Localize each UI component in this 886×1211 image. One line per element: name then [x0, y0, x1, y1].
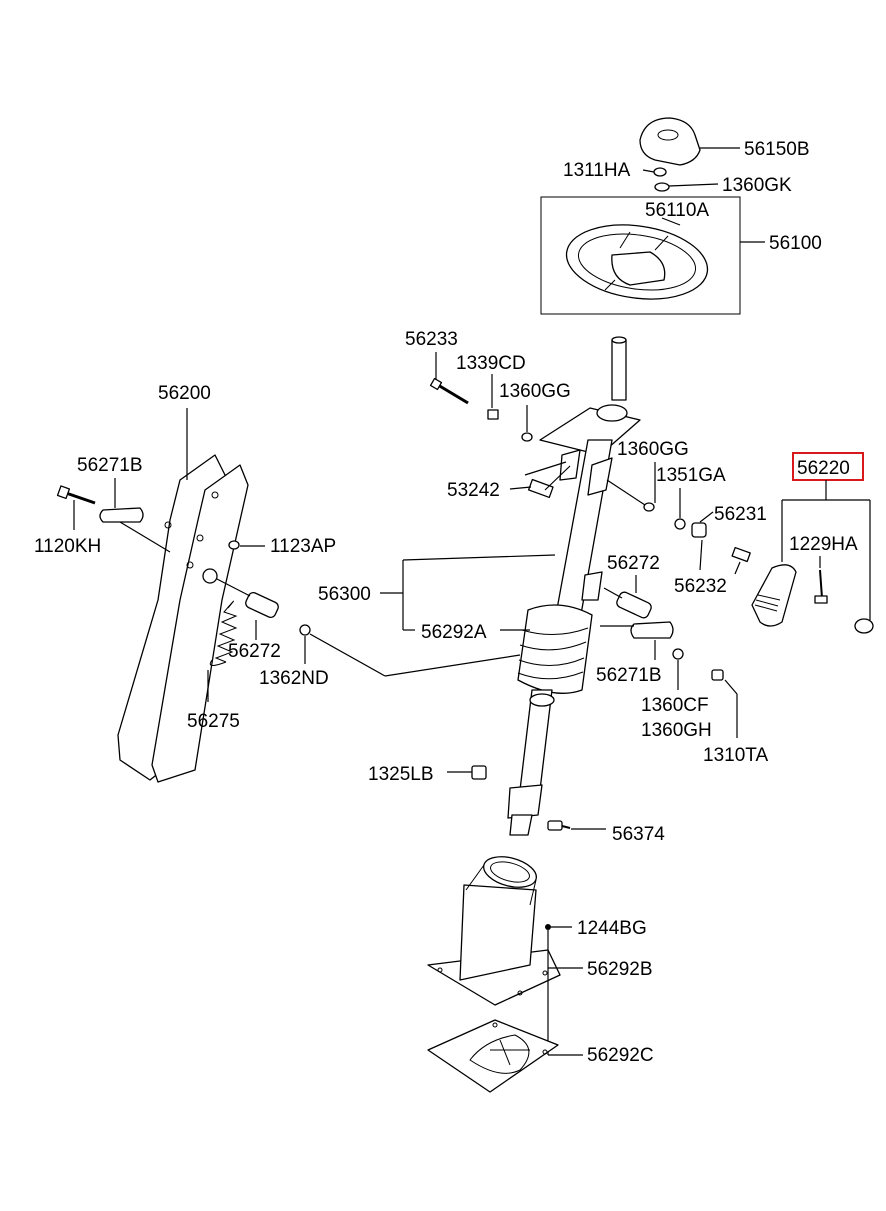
bolt-1229HA[interactable]	[814, 569, 828, 604]
bolt-56232[interactable]	[731, 546, 751, 563]
washer-1360GG-lower[interactable]	[643, 502, 655, 512]
label-1123AP: 1123AP	[270, 536, 336, 557]
label-1360GG-lower: 1360GG	[617, 439, 689, 460]
label-56200: 56200	[158, 383, 211, 404]
label-56271B-right: 56271B	[596, 665, 662, 686]
label-56272-right: 56272	[607, 553, 660, 574]
callout-56220-highlight	[792, 452, 864, 481]
steering-column-56300[interactable]	[507, 336, 641, 836]
nut-1311HA[interactable]	[653, 167, 667, 177]
label-1325LB: 1325LB	[368, 764, 434, 785]
screw-1244BG[interactable]	[545, 924, 551, 930]
nut-1325LB[interactable]	[471, 765, 487, 780]
tilt-lever-56220[interactable]	[751, 564, 797, 627]
label-56292B: 56292B	[587, 959, 653, 980]
label-1311HA: 1311HA	[563, 160, 631, 181]
label-1339CD: 1339CD	[456, 353, 526, 374]
label-1362ND: 1362ND	[259, 668, 329, 689]
plate-56292C[interactable]	[427, 1019, 559, 1093]
nut-1351GA[interactable]	[674, 518, 686, 530]
washer-1360GG-upper[interactable]	[521, 432, 533, 442]
plate-56271B-left[interactable]	[99, 507, 144, 523]
label-1360CF: 1360CF	[641, 695, 709, 716]
nut-1339CD[interactable]	[487, 409, 499, 420]
sleeve-56272-left[interactable]	[244, 591, 280, 619]
cap-56220[interactable]	[854, 618, 874, 634]
label-56150B: 56150B	[744, 139, 810, 160]
label-1360GH: 1360GH	[641, 720, 712, 741]
label-56271B-left: 56271B	[77, 455, 143, 476]
label-1120KH: 1120KH	[34, 536, 101, 557]
label-56374: 56374	[612, 824, 665, 845]
label-56292A: 56292A	[421, 622, 487, 643]
label-56272-left: 56272	[228, 641, 281, 662]
label-1244BG: 1244BG	[577, 918, 647, 939]
boot-56292B[interactable]	[427, 851, 561, 1006]
label-1351GA: 1351GA	[656, 465, 726, 486]
screw-1123AP[interactable]	[228, 540, 240, 550]
label-53242: 53242	[447, 480, 500, 501]
plate-56271B-right[interactable]	[630, 621, 674, 639]
washer-1360CF[interactable]	[672, 648, 684, 660]
label-1310TA: 1310TA	[703, 745, 768, 766]
nut-1310TA[interactable]	[711, 669, 724, 681]
bolt-56233[interactable]	[429, 377, 469, 405]
label-56233: 56233	[405, 329, 458, 350]
label-56110A: 56110A	[645, 200, 709, 221]
washer-1362ND[interactable]	[299, 624, 311, 636]
label-56220[interactable]: 56220	[797, 458, 850, 479]
bracket-56200[interactable]	[117, 454, 249, 783]
bushing-56231[interactable]	[691, 522, 707, 538]
label-1229HA: 1229HA	[789, 534, 858, 555]
label-56300: 56300	[318, 584, 371, 605]
label-56231: 56231	[714, 504, 767, 525]
pin-53242[interactable]	[527, 478, 554, 499]
label-56275: 56275	[187, 711, 240, 732]
steering-wheel-56110A[interactable]	[562, 216, 713, 307]
steering-wheel-box	[540, 196, 741, 315]
bolt-1120KH[interactable]	[56, 485, 96, 505]
label-56292C: 56292C	[587, 1045, 654, 1066]
label-56100: 56100	[769, 233, 822, 254]
sleeve-56272-right[interactable]	[615, 591, 653, 620]
spring-56275[interactable]	[209, 600, 238, 666]
label-1360GG-upper: 1360GG	[499, 381, 571, 402]
bolt-56374[interactable]	[547, 820, 571, 831]
label-56232: 56232	[674, 576, 727, 597]
label-1360GK: 1360GK	[722, 175, 792, 196]
washer-1360GK[interactable]	[654, 182, 670, 192]
horn-cover-56150B[interactable]	[639, 117, 701, 166]
